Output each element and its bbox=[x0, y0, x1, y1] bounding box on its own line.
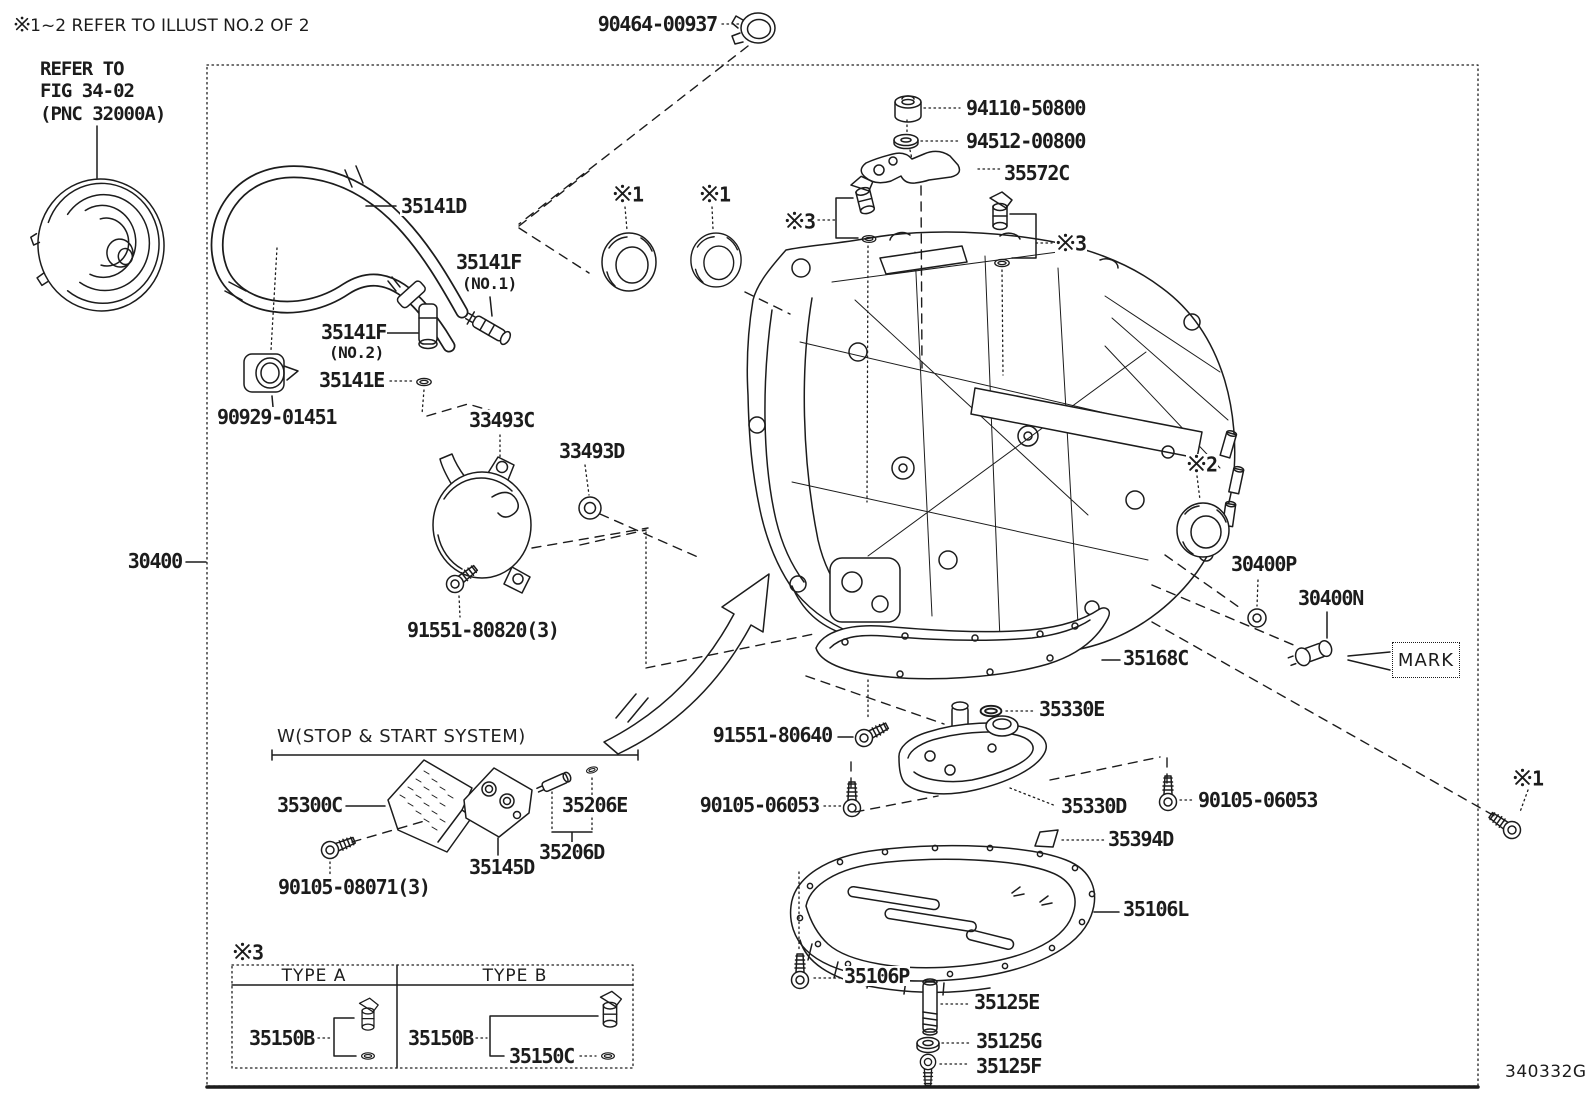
parts-diagram-page: 1~2 REFER TO ILLUST NO.2 OF 2 REFER TO F… bbox=[14, 12, 1587, 1089]
diagram-linework bbox=[30, 12, 1529, 1089]
